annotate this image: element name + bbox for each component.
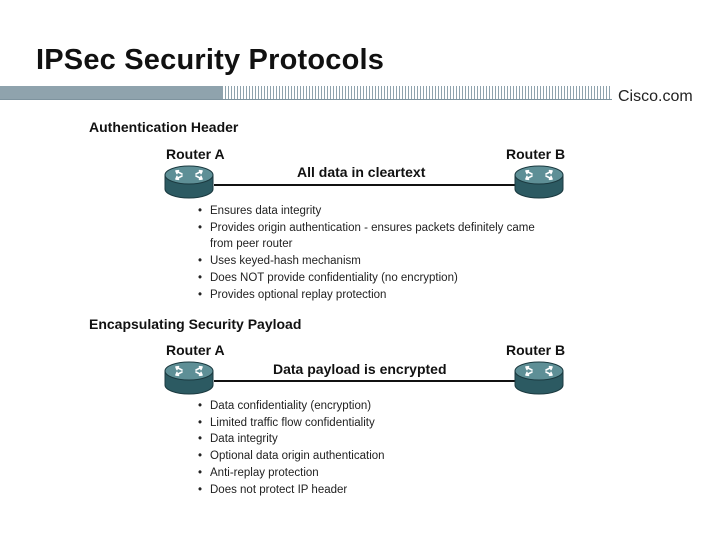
banner-rule [0, 99, 612, 100]
list-item: Optional data origin authentication [198, 448, 498, 465]
router-icon [164, 361, 214, 395]
esp-feature-list: Data confidentiality (encryption) Limite… [198, 398, 498, 498]
esp-heading: Encapsulating Security Payload [89, 316, 302, 332]
ah-router-a-label: Router A [166, 146, 225, 162]
esp-link-line [214, 380, 518, 382]
ah-heading: Authentication Header [89, 119, 239, 135]
list-item: Provides origin authentication - ensures… [198, 220, 543, 253]
list-item: Uses keyed-hash mechanism [198, 253, 543, 270]
list-item: Ensures data integrity [198, 203, 543, 220]
list-item: Anti-replay protection [198, 465, 498, 482]
brand-label: Cisco.com [618, 88, 693, 105]
router-icon [514, 165, 564, 199]
banner-solid [0, 86, 222, 100]
ah-link-label: All data in cleartext [297, 164, 426, 180]
list-item: Does not protect IP header [198, 482, 498, 499]
title-banner [0, 86, 720, 100]
banner-stripes [222, 86, 610, 100]
esp-router-a-label: Router A [166, 342, 225, 358]
slide-title: IPSec Security Protocols [36, 44, 385, 76]
ah-link-line [214, 184, 518, 186]
router-icon [164, 165, 214, 199]
esp-router-b-label: Router B [506, 342, 566, 358]
ah-router-b-label: Router B [506, 146, 566, 162]
list-item: Limited traffic flow confidentiality [198, 415, 498, 432]
ah-feature-list: Ensures data integrity Provides origin a… [198, 203, 543, 303]
router-icon [514, 361, 564, 395]
esp-link-label: Data payload is encrypted [273, 361, 447, 377]
list-item: Does NOT provide confidentiality (no enc… [198, 270, 543, 287]
list-item: Provides optional replay protection [198, 287, 543, 304]
list-item: Data integrity [198, 431, 498, 448]
list-item: Data confidentiality (encryption) [198, 398, 498, 415]
